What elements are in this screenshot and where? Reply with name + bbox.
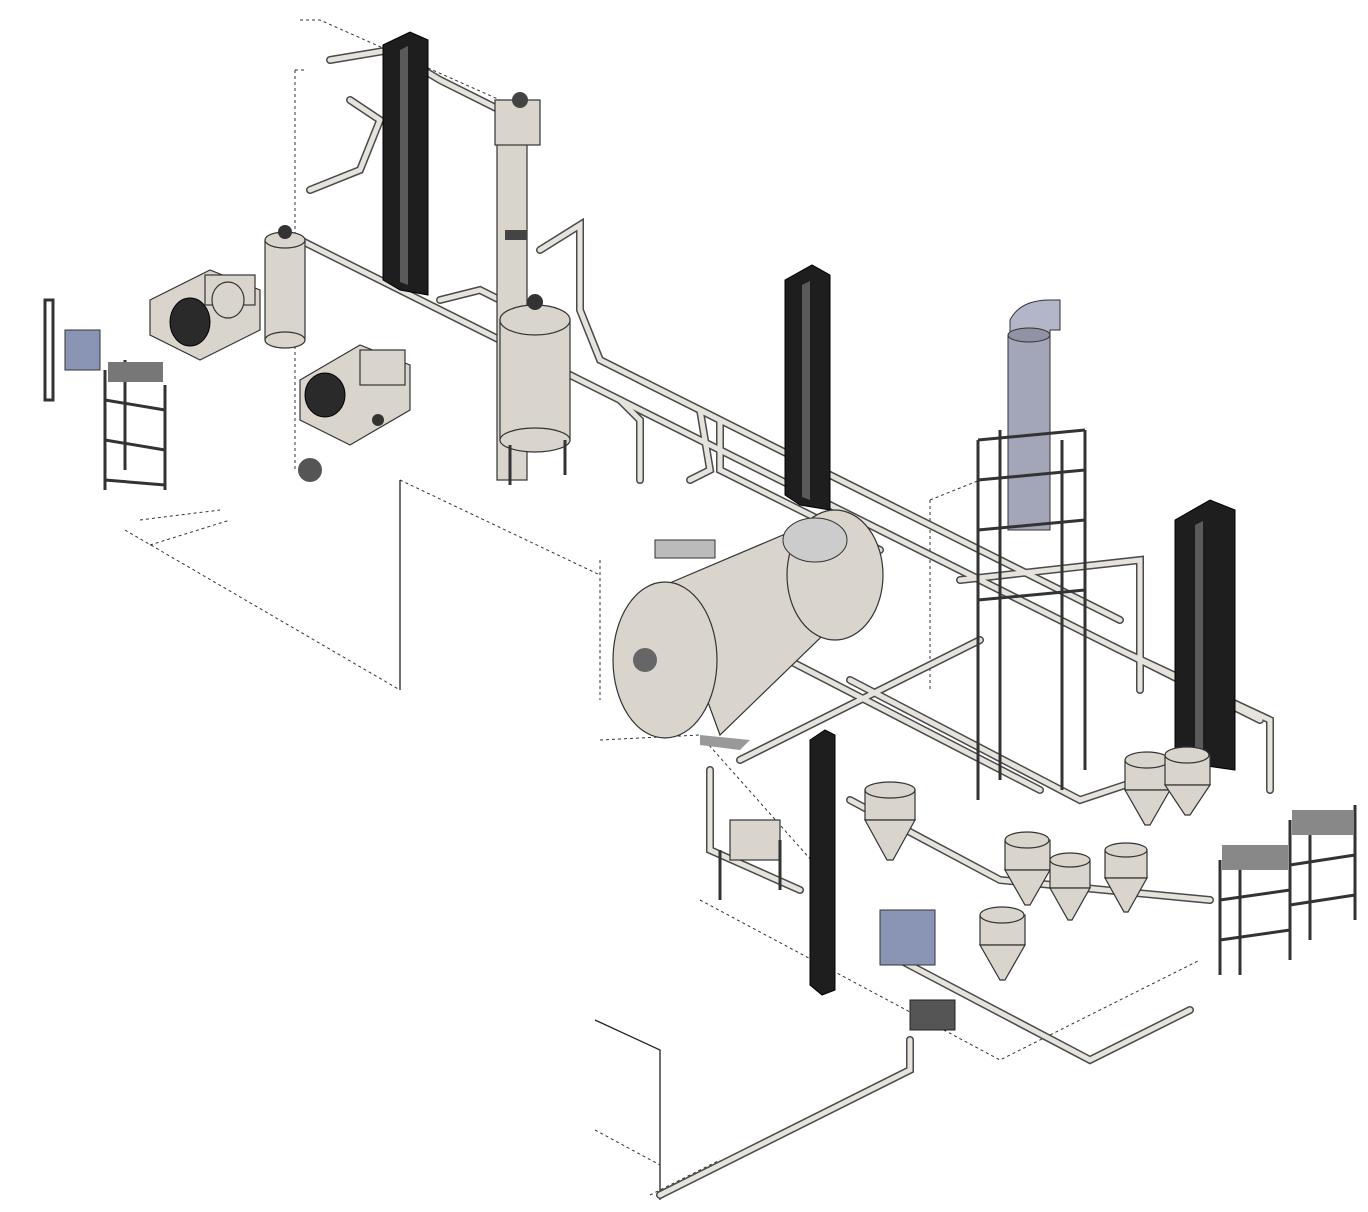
horizontal-tank xyxy=(612,509,884,750)
equipment-rack xyxy=(1288,805,1357,940)
control-panel xyxy=(43,298,101,402)
cone-hopper xyxy=(1103,842,1149,913)
structural-beam xyxy=(809,729,836,996)
vertical-tank-large xyxy=(499,294,571,485)
cone-hopper xyxy=(1048,852,1092,921)
structural-beam xyxy=(784,264,831,511)
equipment-rack xyxy=(103,360,167,490)
compressor-unit xyxy=(299,344,411,446)
cone-hopper xyxy=(1123,751,1172,826)
cone-hopper xyxy=(1163,746,1212,816)
cone-hoppers xyxy=(863,746,1212,981)
equipment-rack xyxy=(1218,845,1292,975)
structural-beam xyxy=(382,31,429,296)
exhaust-stack xyxy=(1007,299,1061,531)
dimension-lines xyxy=(124,19,1201,1200)
cone-hopper xyxy=(978,906,1027,981)
compressor-unit xyxy=(149,269,261,361)
cone-hopper xyxy=(863,781,917,861)
cone-hopper xyxy=(1003,831,1052,906)
structural-beam xyxy=(1174,499,1236,771)
pump-skid xyxy=(298,458,956,1031)
support-frame xyxy=(976,428,1087,800)
vertical-tank-small xyxy=(264,225,306,349)
